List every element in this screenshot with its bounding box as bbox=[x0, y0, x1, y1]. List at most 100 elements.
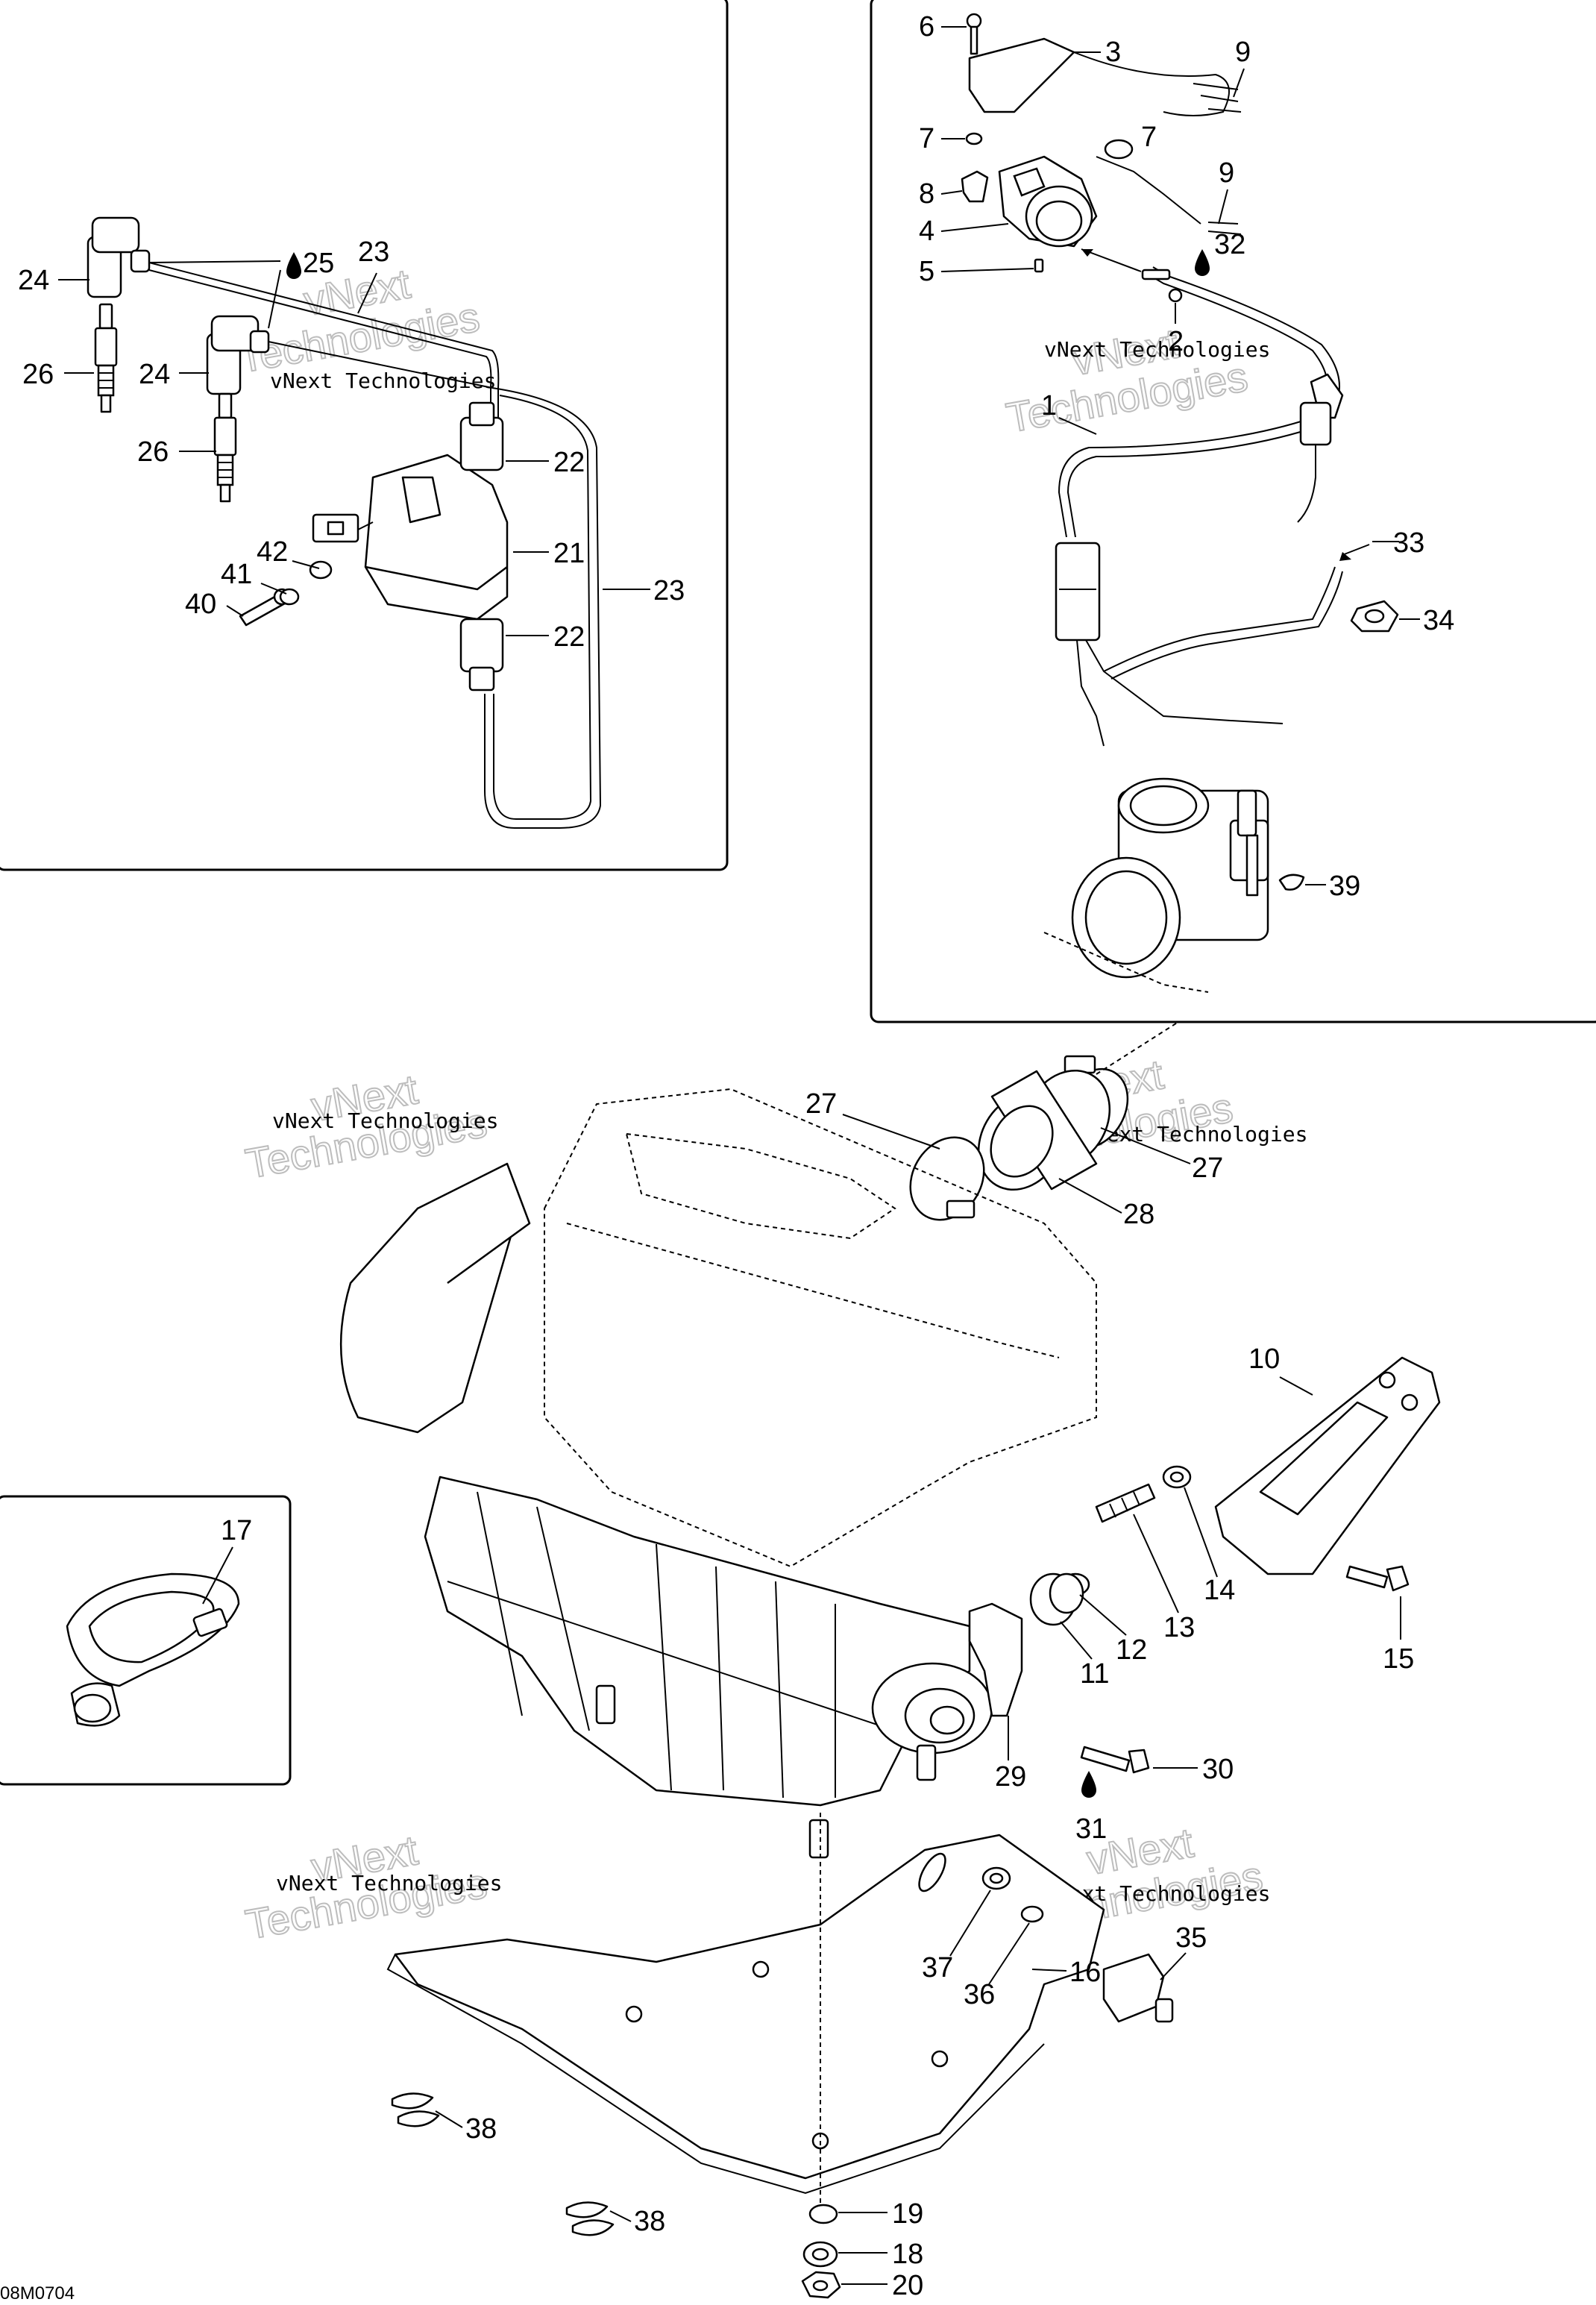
callout-38b: 38 bbox=[634, 2206, 665, 2237]
callout-15: 15 bbox=[1383, 1643, 1414, 1675]
callout-9a: 9 bbox=[1235, 37, 1251, 68]
lubricant-drop-25 bbox=[286, 252, 301, 279]
cable-end-fitting bbox=[1141, 269, 1183, 303]
callout-7b: 7 bbox=[1141, 122, 1157, 153]
callout-27a: 27 bbox=[805, 1088, 837, 1120]
throttle-housing bbox=[998, 155, 1098, 248]
callout-26a: 26 bbox=[22, 359, 54, 390]
housing-bracket bbox=[961, 170, 989, 203]
callout-28: 28 bbox=[1123, 1199, 1154, 1230]
callout-42: 42 bbox=[257, 536, 288, 568]
carburetor bbox=[1043, 777, 1269, 993]
mount-bolt-15 bbox=[1345, 1565, 1410, 1592]
throttle-lever bbox=[968, 37, 1075, 113]
callout-24a: 24 bbox=[18, 265, 49, 296]
callout-37: 37 bbox=[922, 1952, 953, 1983]
callout-38a: 38 bbox=[465, 2113, 497, 2145]
watermark-small-1: vNext Technologies bbox=[270, 369, 496, 393]
callout-17: 17 bbox=[221, 1515, 252, 1546]
throttle-panel-frame bbox=[870, 0, 1596, 1023]
callout-32: 32 bbox=[1214, 229, 1245, 260]
watermark-small-3: vNext Technologies bbox=[272, 1108, 498, 1133]
plate-nut bbox=[801, 2271, 841, 2299]
watermark-small-5: vNext Technologies bbox=[276, 1871, 502, 1895]
lubricant-drop-32 bbox=[1195, 249, 1210, 276]
mount-stud bbox=[1095, 1483, 1156, 1523]
coil-flat-washer bbox=[309, 560, 333, 580]
callout-22b: 22 bbox=[553, 621, 585, 653]
thread-locker-drop bbox=[1081, 1771, 1096, 1798]
plate-clip-lower bbox=[565, 2201, 615, 2236]
callout-27b: 27 bbox=[1192, 1152, 1223, 1184]
callout-20: 20 bbox=[892, 2270, 923, 2301]
callout-26b: 26 bbox=[137, 436, 169, 468]
callout-31: 31 bbox=[1075, 1813, 1107, 1845]
coil-lock-washer bbox=[279, 588, 300, 606]
callout-11: 11 bbox=[1080, 1658, 1109, 1690]
callout-33: 33 bbox=[1393, 527, 1424, 559]
callout-5: 5 bbox=[919, 256, 934, 287]
high-tension-wire bbox=[148, 262, 500, 418]
callout-7a: 7 bbox=[919, 123, 934, 154]
callout-12: 12 bbox=[1116, 1634, 1147, 1666]
intake-rubber-boot bbox=[977, 1069, 1111, 1191]
callout-21: 21 bbox=[553, 538, 585, 569]
callout-10: 10 bbox=[1248, 1343, 1280, 1375]
callout-14: 14 bbox=[1204, 1575, 1235, 1606]
callout-40: 40 bbox=[185, 589, 216, 620]
ignition-panel-frame bbox=[0, 0, 729, 871]
callout-13: 13 bbox=[1163, 1612, 1195, 1643]
cable-clip bbox=[1278, 874, 1305, 891]
callout-30: 30 bbox=[1202, 1754, 1234, 1785]
inset-panel-frame bbox=[0, 1495, 292, 1786]
spark-plug-upper bbox=[94, 303, 118, 413]
engine-bracket bbox=[968, 1602, 1023, 1717]
callout-22a: 22 bbox=[553, 447, 585, 478]
housing-screw bbox=[966, 13, 982, 55]
callout-18: 18 bbox=[892, 2239, 923, 2270]
spark-plug-cap-upper bbox=[87, 216, 151, 298]
callout-8: 8 bbox=[919, 178, 934, 210]
engine-support-plate bbox=[386, 1834, 1105, 2195]
support-nut bbox=[981, 1866, 1011, 1890]
callout-25: 25 bbox=[303, 248, 334, 279]
plate-lock-nut bbox=[802, 2241, 838, 2268]
switch-wire-terminals-upper bbox=[1193, 83, 1242, 113]
watermark-2: vNext Technologies bbox=[1002, 319, 1252, 442]
callout-34: 34 bbox=[1423, 605, 1454, 636]
callout-36: 36 bbox=[964, 1979, 995, 2010]
mount-nut bbox=[1162, 1465, 1192, 1489]
spark-plug-lower bbox=[213, 392, 237, 503]
callout-29: 29 bbox=[995, 1761, 1026, 1793]
callout-6: 6 bbox=[919, 11, 934, 43]
callout-4: 4 bbox=[919, 216, 934, 247]
rubber-mount bbox=[1029, 1572, 1084, 1626]
temperature-sensor bbox=[1102, 1953, 1174, 2023]
support-washer bbox=[1020, 1905, 1044, 1923]
watermark-small-2: vNext Technologies bbox=[1044, 337, 1270, 362]
engine-mount-plate bbox=[1214, 1356, 1441, 1575]
callout-9b: 9 bbox=[1219, 157, 1234, 189]
engine-block bbox=[339, 1088, 1097, 1859]
callout-3: 3 bbox=[1105, 37, 1121, 68]
intake-clamp-lower bbox=[909, 1136, 985, 1221]
callout-19: 19 bbox=[892, 2198, 923, 2230]
figure-code: 08M0704 bbox=[0, 2283, 75, 2304]
switch-nut bbox=[1350, 600, 1399, 633]
plate-washer bbox=[808, 2204, 838, 2224]
callout-2: 2 bbox=[1168, 326, 1184, 357]
plate-clip-upper bbox=[391, 2092, 440, 2127]
housing-set-screw bbox=[1034, 258, 1044, 273]
callout-23b: 23 bbox=[653, 575, 685, 606]
callout-16: 16 bbox=[1069, 1957, 1101, 1988]
switch-grommet bbox=[1096, 139, 1242, 235]
callout-1: 1 bbox=[1041, 390, 1057, 421]
lock-washer-upper bbox=[965, 132, 983, 145]
cable-adjuster bbox=[1055, 542, 1101, 642]
ignition-coil bbox=[312, 401, 509, 692]
callout-24b: 24 bbox=[139, 359, 170, 390]
callout-35: 35 bbox=[1175, 1922, 1207, 1954]
callout-39: 39 bbox=[1329, 871, 1360, 902]
callout-23a: 23 bbox=[358, 236, 389, 268]
